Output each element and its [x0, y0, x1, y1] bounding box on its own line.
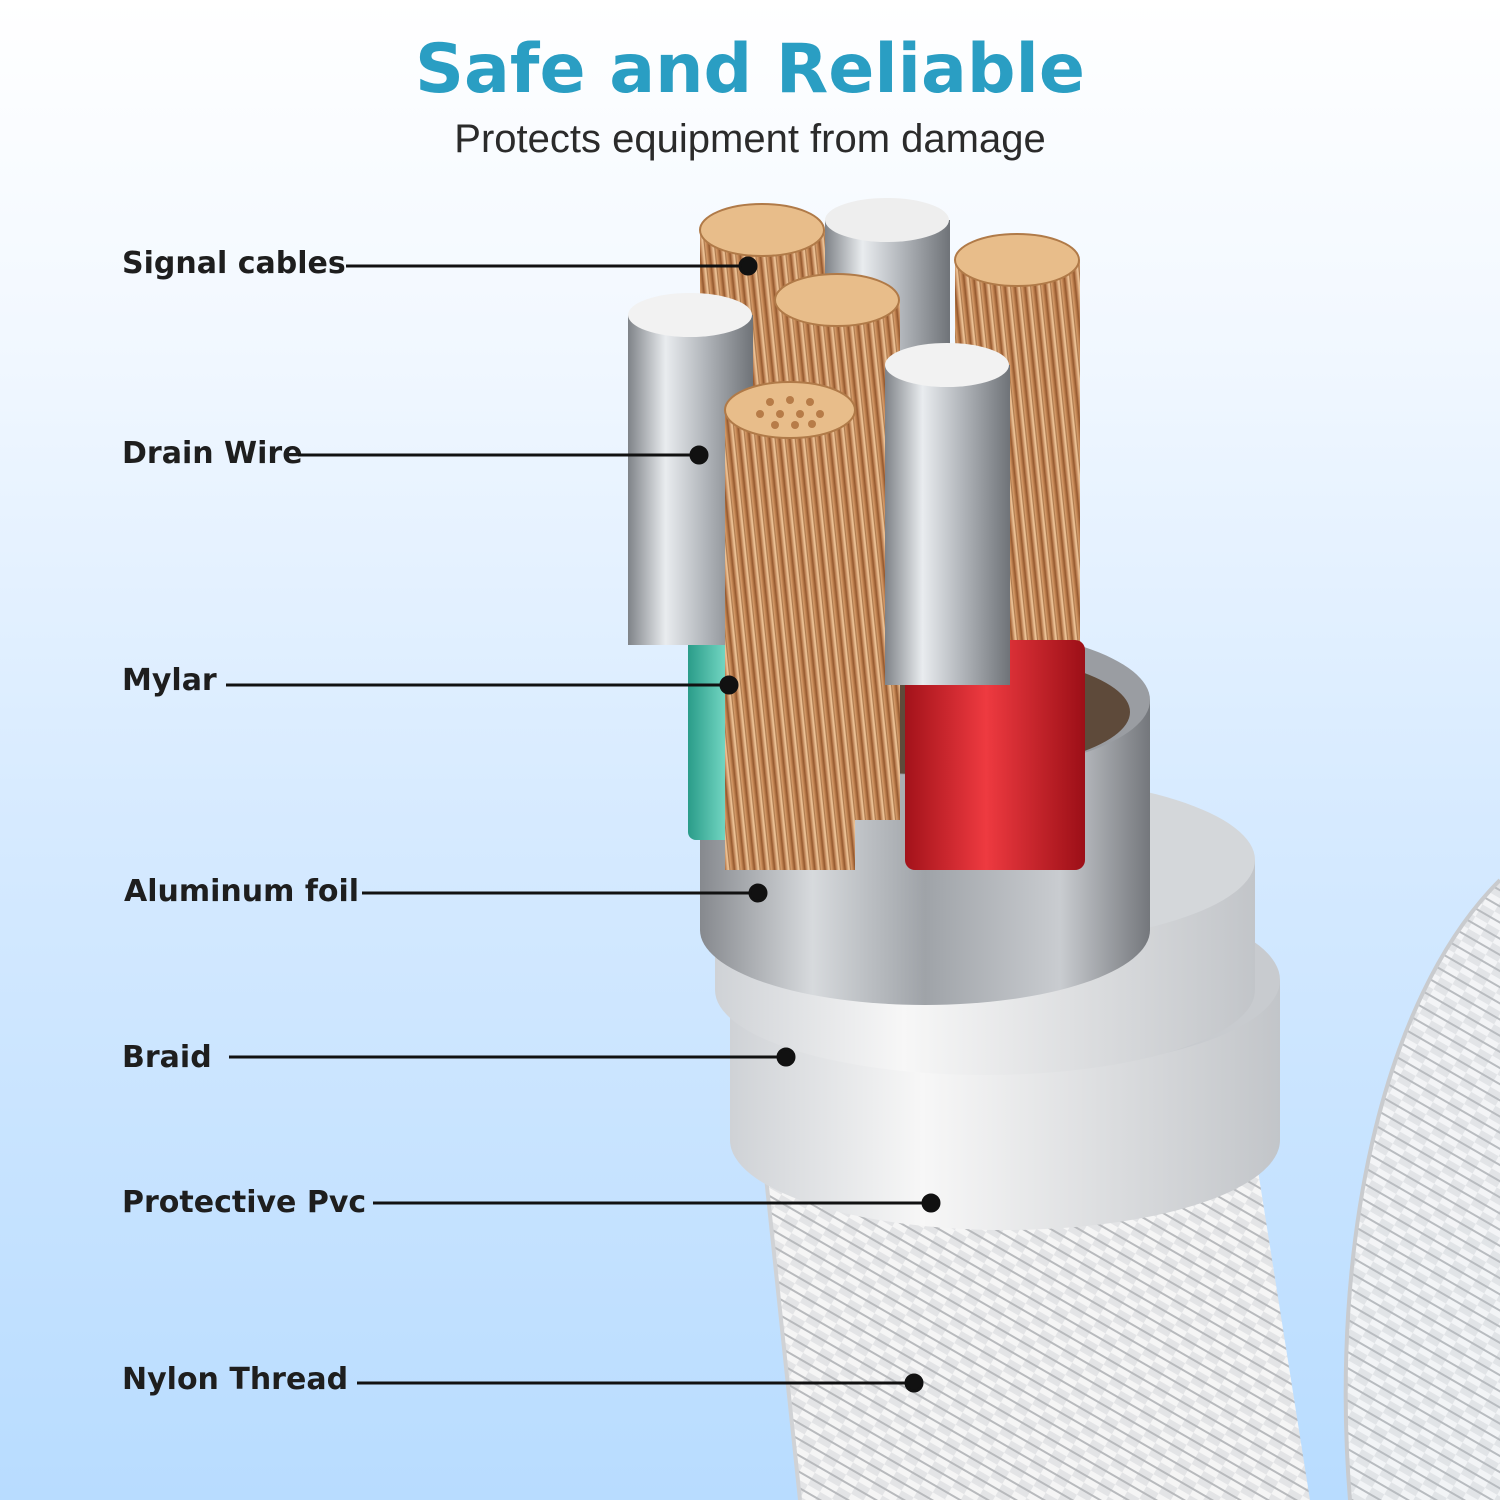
label-aluminum-foil: Aluminum foil	[124, 874, 360, 909]
label-protective-pvc: Protective Pvc	[122, 1185, 367, 1220]
label-braid: Braid	[122, 1040, 212, 1075]
page-subtitle: Protects equipment from damage	[454, 117, 1046, 161]
label-drain-wire: Drain Wire	[122, 436, 303, 471]
label-signal-cables: Signal cables	[122, 246, 346, 281]
label-mylar: Mylar	[122, 663, 217, 698]
label-nylon-thread: Nylon Thread	[122, 1362, 349, 1397]
page-title: Safe and Reliable	[415, 30, 1085, 109]
